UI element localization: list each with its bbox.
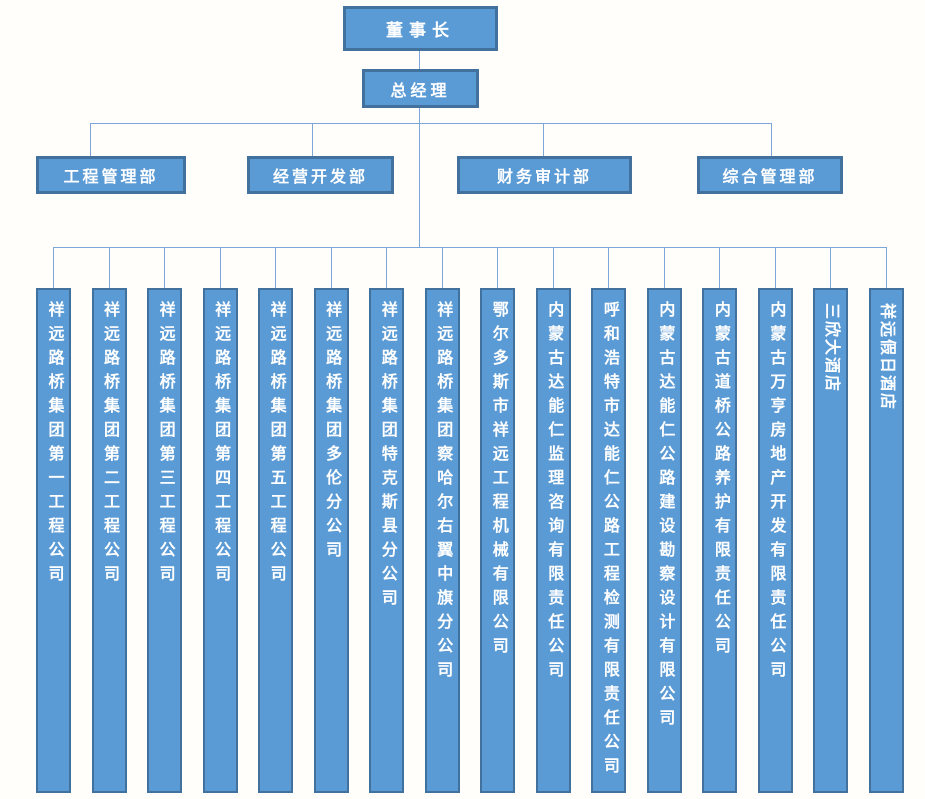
department-box-finance-audit: 财务审计部 bbox=[457, 156, 632, 194]
connector-line bbox=[164, 247, 166, 288]
subsidiary-column: 祥远路桥集团第五工程公司 bbox=[258, 247, 294, 793]
connector-line bbox=[830, 247, 832, 288]
subsidiary-column: 祥远路桥集团第二工程公司 bbox=[91, 247, 127, 793]
subsidiary-box: 呼和浩特市达能仁公路工程检测有限责任公司 bbox=[591, 288, 627, 793]
subsidiary-label: 三欣大酒店 bbox=[822, 303, 840, 394]
connector-line bbox=[53, 247, 887, 248]
subsidiary-label: 鄂尔多斯市祥远工程机械有限公司 bbox=[489, 301, 507, 661]
general-manager-box: 总经理 bbox=[362, 69, 479, 108]
subsidiary-column: 内蒙古道桥公路养护有限责任公司 bbox=[702, 247, 738, 793]
subsidiary-label: 祥远路桥集团第三工程公司 bbox=[156, 301, 174, 589]
department-label: 经营开发部 bbox=[272, 169, 368, 186]
subsidiary-label: 内蒙古达能仁监理咨询有限责任公司 bbox=[545, 301, 563, 685]
subsidiary-column: 祥远路桥集团察哈尔右翼中旗分公司 bbox=[424, 247, 460, 793]
subsidiary-column: 祥远路桥集团第一工程公司 bbox=[36, 247, 71, 793]
chairman-box: 董事长 bbox=[343, 6, 498, 51]
connector-line bbox=[552, 247, 554, 288]
subsidiary-box: 祥远路桥集团第二工程公司 bbox=[91, 288, 127, 793]
subsidiary-box: 内蒙古道桥公路养护有限责任公司 bbox=[702, 288, 738, 793]
subsidiary-box: 祥远路桥集团察哈尔右翼中旗分公司 bbox=[424, 288, 460, 793]
department-box-general-management: 综合管理部 bbox=[697, 156, 843, 194]
subsidiary-column: 祥远路桥集团特克斯县分公司 bbox=[369, 247, 405, 793]
connector-line bbox=[219, 247, 221, 288]
subsidiary-box: 鄂尔多斯市祥远工程机械有限公司 bbox=[480, 288, 516, 793]
connector-line bbox=[497, 247, 499, 288]
subsidiary-column: 内蒙古达能仁公路建设勘察设计有限公司 bbox=[646, 247, 682, 793]
general-manager-label: 总经理 bbox=[390, 82, 451, 100]
connector-line bbox=[90, 123, 91, 156]
subsidiary-label: 祥远路桥集团第五工程公司 bbox=[267, 301, 285, 589]
subsidiary-box: 祥远路桥集团第一工程公司 bbox=[36, 288, 71, 793]
department-box-engineering-management: 工程管理部 bbox=[36, 156, 186, 194]
subsidiary-label: 内蒙古道桥公路养护有限责任公司 bbox=[711, 301, 729, 661]
connector-line bbox=[771, 123, 772, 156]
connector-line bbox=[330, 247, 332, 288]
subsidiary-label: 内蒙古万亨房地产开发有限责任公司 bbox=[767, 301, 785, 685]
connector-line bbox=[275, 247, 277, 288]
subsidiary-label: 祥远路桥集团察哈尔右翼中旗分公司 bbox=[434, 301, 452, 685]
subsidiary-box: 祥远假日酒店 bbox=[868, 288, 904, 793]
subsidiary-label: 祥远假日酒店 bbox=[878, 303, 896, 412]
connector-line bbox=[419, 108, 420, 247]
connector-line bbox=[441, 247, 443, 288]
subsidiary-label: 内蒙古达能仁公路建设勘察设计有限公司 bbox=[656, 301, 674, 733]
subsidiary-label: 祥远路桥集团第四工程公司 bbox=[212, 301, 230, 589]
subsidiary-column: 三欣大酒店 bbox=[813, 247, 849, 793]
department-label: 综合管理部 bbox=[722, 169, 818, 186]
subsidiary-column: 祥远路桥集团第四工程公司 bbox=[202, 247, 238, 793]
connector-line bbox=[386, 247, 388, 288]
connector-line bbox=[608, 247, 610, 288]
department-label: 工程管理部 bbox=[63, 169, 159, 186]
subsidiary-column: 呼和浩特市达能仁公路工程检测有限责任公司 bbox=[591, 247, 627, 793]
subsidiary-box: 祥远路桥集团第五工程公司 bbox=[258, 288, 294, 793]
connector-line bbox=[663, 247, 665, 288]
subsidiary-box: 祥远路桥集团第四工程公司 bbox=[202, 288, 238, 793]
connector-line bbox=[774, 247, 776, 288]
subsidiary-column: 内蒙古达能仁监理咨询有限责任公司 bbox=[535, 247, 571, 793]
connector-line bbox=[90, 123, 772, 124]
subsidiary-box: 祥远路桥集团多伦分公司 bbox=[313, 288, 349, 793]
subsidiary-column: 内蒙古万亨房地产开发有限责任公司 bbox=[757, 247, 793, 793]
subsidiary-label: 祥远路桥集团第一工程公司 bbox=[45, 301, 63, 589]
department-box-business-development: 经营开发部 bbox=[247, 156, 394, 194]
connector-line bbox=[53, 247, 54, 288]
subsidiary-label: 祥远路桥集团特克斯县分公司 bbox=[378, 301, 396, 613]
subsidiary-box: 内蒙古达能仁监理咨询有限责任公司 bbox=[535, 288, 571, 793]
subsidiary-label: 祥远路桥集团第二工程公司 bbox=[101, 301, 119, 589]
subsidiary-box: 祥远路桥集团特克斯县分公司 bbox=[369, 288, 405, 793]
department-label: 财务审计部 bbox=[496, 169, 592, 186]
subsidiary-box: 内蒙古达能仁公路建设勘察设计有限公司 bbox=[646, 288, 682, 793]
chairman-label: 董事长 bbox=[386, 21, 455, 40]
subsidiary-label: 呼和浩特市达能仁公路工程检测有限责任公司 bbox=[600, 301, 618, 781]
connector-line bbox=[719, 247, 721, 288]
subsidiary-box: 内蒙古万亨房地产开发有限责任公司 bbox=[757, 288, 793, 793]
connector-line bbox=[108, 247, 110, 288]
subsidiaries-row: 祥远路桥集团第一工程公司 祥远路桥集团第二工程公司 祥远路桥集团第三工程公司 祥… bbox=[36, 247, 904, 793]
connector-line bbox=[312, 123, 313, 156]
subsidiary-box: 祥远路桥集团第三工程公司 bbox=[147, 288, 183, 793]
connector-line bbox=[419, 51, 420, 69]
subsidiary-label: 祥远路桥集团多伦分公司 bbox=[323, 301, 341, 565]
subsidiary-box: 三欣大酒店 bbox=[813, 288, 849, 793]
subsidiary-column: 祥远路桥集团第三工程公司 bbox=[147, 247, 183, 793]
subsidiary-column: 祥远假日酒店 bbox=[868, 247, 904, 793]
connector-line bbox=[543, 123, 544, 156]
subsidiary-column: 祥远路桥集团多伦分公司 bbox=[313, 247, 349, 793]
subsidiary-column: 鄂尔多斯市祥远工程机械有限公司 bbox=[480, 247, 516, 793]
connector-line bbox=[885, 247, 887, 288]
